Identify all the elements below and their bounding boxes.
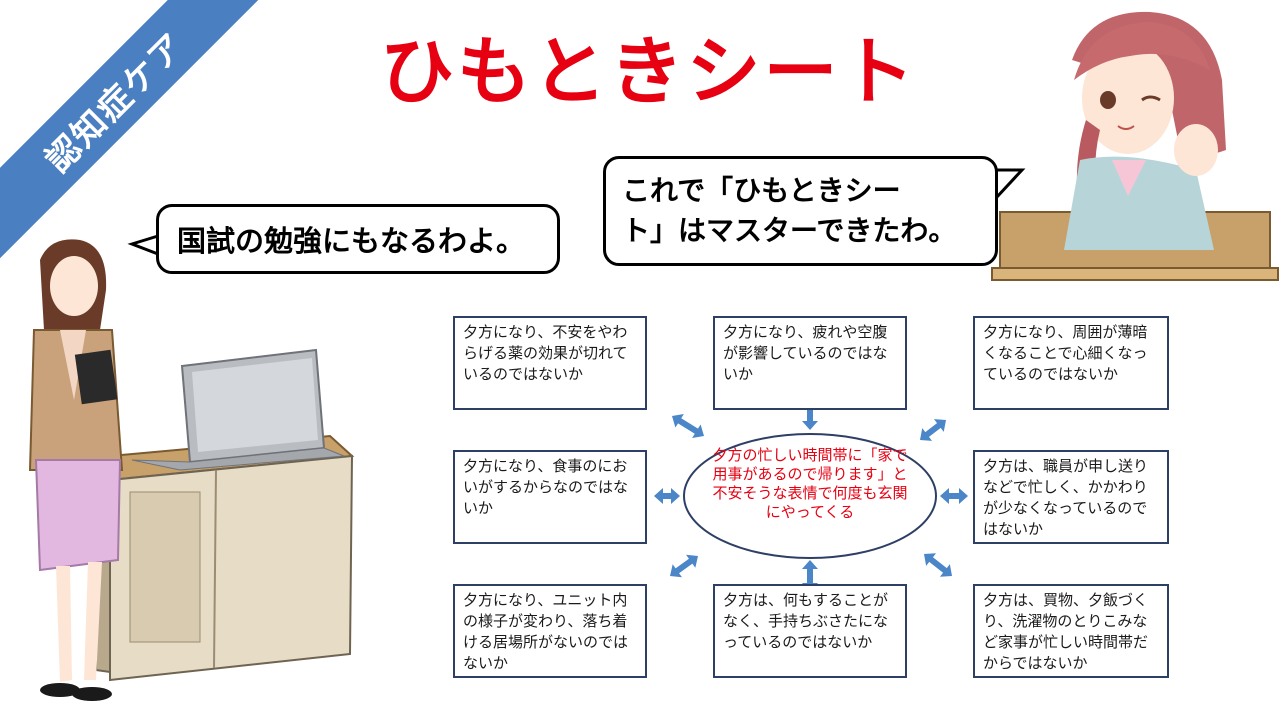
arrow-bottom-right: [924, 553, 952, 577]
teacher-desk: [85, 434, 355, 682]
center-ellipse: [683, 433, 937, 559]
speech-bubble-girl: これで「ひもときシー ト」はマスターできたわ。: [603, 156, 998, 266]
arrow-mid-right: [940, 488, 968, 504]
arrow-bottom-left: [670, 554, 698, 578]
cause-box-top-left: 夕方になり、不安をやわらげる薬の効果が切れているのではないか: [453, 316, 647, 410]
cause-box-mid-right: 夕方は、職員が申し送りなどで忙しく、かかわりが少なくなっているのではないか: [973, 450, 1169, 544]
cause-box-bottom-right: 夕方は、買物、夕飯づくり、洗濯物のとりこみなど家事が忙しい時間帯だからではないか: [973, 584, 1169, 678]
center-behavior-text: 夕方の忙しい時間帯に「家で用事があるので帰ります」と不安そうな表情で何度も玄関に…: [712, 446, 908, 521]
girl-character: [1064, 11, 1226, 250]
speech-bubble-teacher: 国試の勉強にもなるわよ。: [156, 204, 560, 274]
laptop: [131, 348, 345, 471]
cause-box-bottom-left: 夕方になり、ユニット内の様子が変わり、落ち着ける居場所がないのではないか: [453, 584, 647, 678]
speech-text-girl: これで「ひもときシー ト」はマスターできたわ。: [622, 174, 957, 247]
bubble-left-tail: [127, 234, 159, 256]
cause-box-top-center: 夕方になり、疲れや空腹が影響しているのではないか: [713, 316, 907, 410]
bubble-right-tail: [994, 168, 1026, 200]
cause-box-top-right: 夕方になり、周囲が薄暗くなることで心細くなっているのではないか: [973, 316, 1169, 410]
arrow-top-right: [920, 419, 946, 441]
arrow-mid-left: [654, 488, 680, 504]
cause-box-bottom-center: 夕方は、何もすることがなく、手持ちぶさたになっているのではないか: [713, 584, 907, 678]
page-title: ひもときシート: [380, 29, 918, 115]
teacher-character: [28, 239, 124, 701]
arrow-top-left: [672, 413, 704, 439]
speech-text-teacher: 国試の勉強にもなるわよ。: [177, 224, 526, 258]
cause-box-mid-left: 夕方になり、食事のにおいがするからなのではないか: [453, 450, 647, 544]
